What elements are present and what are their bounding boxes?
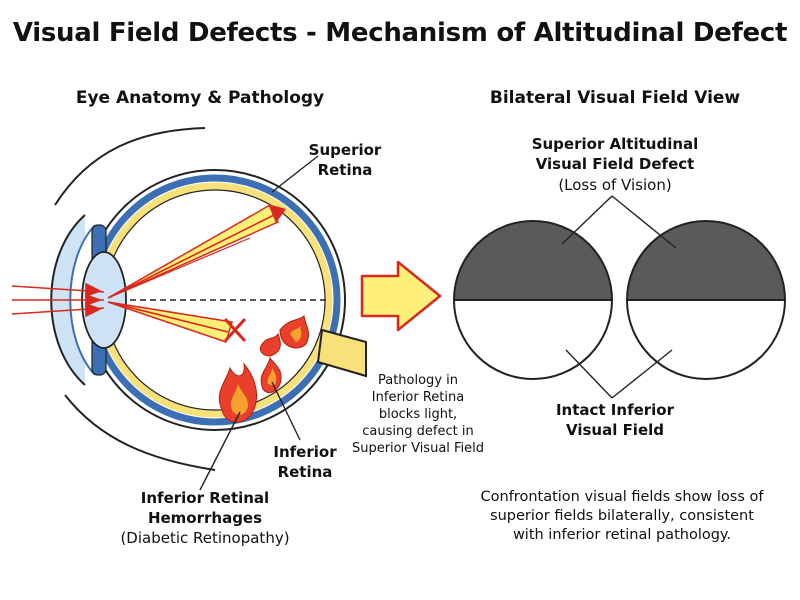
- label-superior-retina: Superior Retina: [308, 141, 382, 179]
- optic-nerve: [316, 328, 367, 378]
- left-panel-heading: Eye Anatomy & Pathology: [75, 88, 325, 108]
- lower-eyelid: [64, 394, 216, 471]
- leader-intact-left: [565, 349, 613, 399]
- right-panel-heading: Bilateral Visual Field View: [489, 88, 741, 108]
- blocked-light-x-icon: [224, 318, 246, 342]
- leader-inferior-retina: [271, 381, 301, 441]
- transfer-arrow-icon: [360, 260, 442, 332]
- pathology-note: Pathology in Inferior Retina blocks ligh…: [351, 373, 485, 456]
- upper-eyelid: [54, 127, 206, 206]
- hemorrhage-flames-icon: [218, 315, 310, 423]
- label-hemorrhage-cause: (Diabetic Retinopathy): [120, 529, 290, 547]
- label-inferior-retina: Inferior Retina: [273, 443, 337, 481]
- leader-intact-right: [611, 349, 673, 399]
- light-beam-inferior: [107, 301, 233, 343]
- label-intact: Intact Inferior Visual Field: [555, 401, 675, 439]
- page-title: Visual Field Defects - Mechanism of Alti…: [12, 18, 788, 48]
- summary-note: Confrontation visual fields show loss of…: [480, 489, 764, 543]
- label-defect-sub: (Loss of Vision): [558, 176, 672, 194]
- leader-defect-left: [561, 195, 613, 245]
- leader-hemorrhages: [199, 411, 241, 491]
- leader-defect-right: [611, 195, 677, 249]
- label-defect: Superior Altitudinal Visual Field Defect: [531, 135, 699, 173]
- visual-field-left-eye: [452, 220, 614, 380]
- visual-field-right-eye: [625, 220, 787, 380]
- leader-superior-retina: [271, 155, 319, 193]
- incoming-light-rays: [11, 282, 105, 318]
- label-hemorrhages: Inferior Retinal Hemorrhages: [140, 489, 270, 527]
